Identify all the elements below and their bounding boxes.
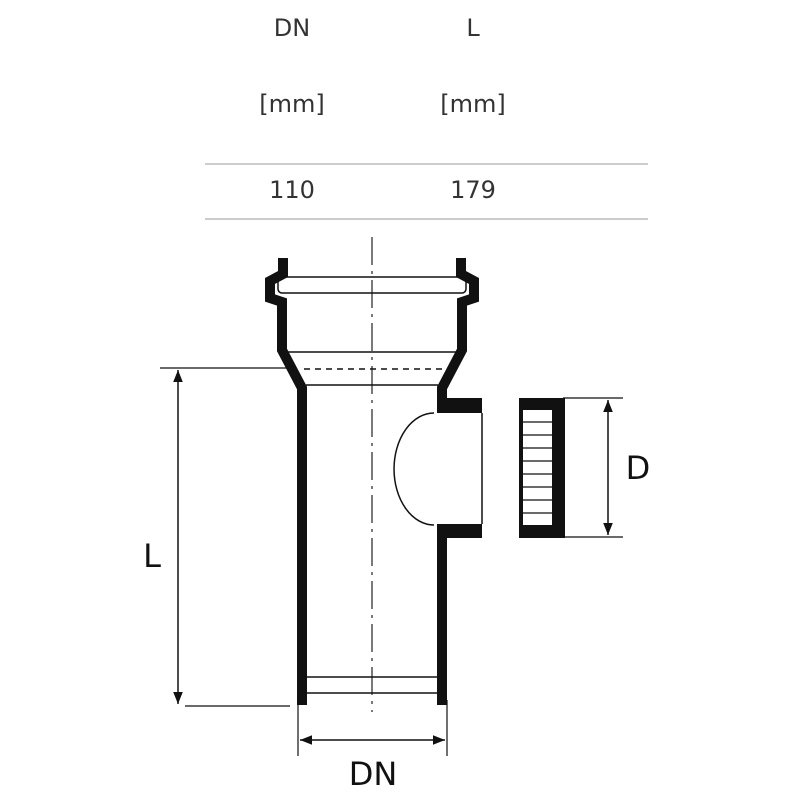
left-wall (265, 258, 307, 705)
table-divider (205, 218, 648, 220)
header-dn: DN (273, 14, 311, 42)
cap (519, 398, 565, 538)
branch-bottom (437, 524, 482, 538)
cell-l: 179 (450, 176, 496, 204)
label-dn: DN (349, 755, 398, 793)
table-divider (205, 163, 648, 165)
right-wall-upper (437, 258, 479, 412)
header-l: L (466, 14, 480, 42)
socket-ring (277, 276, 467, 294)
unit-dn: [mm] (259, 90, 325, 118)
unit-l: [mm] (440, 90, 506, 118)
branch-top (437, 398, 482, 413)
cell-dn: 110 (269, 176, 315, 204)
branch-opening (393, 412, 435, 526)
label-l: L (143, 537, 161, 575)
label-d: D (626, 449, 651, 487)
